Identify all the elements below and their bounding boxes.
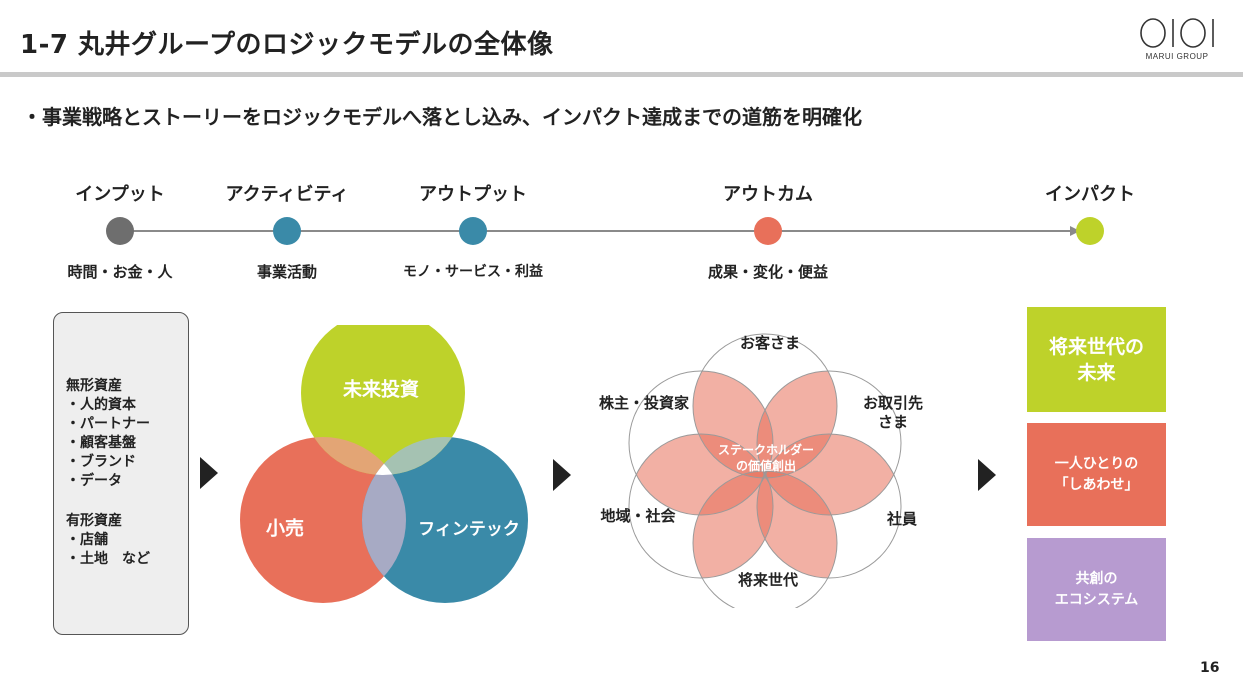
tangible-assets-title: 有形資産 [66, 513, 122, 529]
stage-dot-impact [1076, 217, 1104, 245]
asset-item: ・ブランド [66, 454, 136, 470]
flow-arrow-icon [978, 459, 996, 491]
stakeholder-label-shareholders: 株主・投資家 [598, 394, 690, 412]
impact-line: 「しあわせ」 [1054, 476, 1139, 493]
summary-bullet: ・事業戦略とストーリーをロジックモデルへ落とし込み、インパクト達成までの道筋を明… [22, 105, 862, 129]
stage-label-outcome: アウトカム [723, 184, 813, 205]
stakeholder-flower-diagram [628, 333, 902, 608]
title-divider [0, 72, 1243, 77]
stakeholder-label-community: 地域・社会 [600, 507, 676, 525]
venn-circle-retail [240, 437, 406, 603]
flower-circle-future-generations [692, 470, 838, 608]
flow-arrow-icon [553, 459, 571, 491]
inputs-panel [53, 312, 189, 635]
flower-center-line2: の価値創出 [735, 459, 797, 473]
impact-box-future-generations: 将来世代の 未来 [1027, 307, 1166, 412]
stage-label-impact: インパクト [1045, 184, 1135, 205]
stage-sub-input: 時間・お金・人 [67, 263, 173, 281]
flower-circle-customers [692, 333, 838, 479]
stage-sub-activity: 事業活動 [256, 263, 318, 281]
venn-label-retail: 小売 [265, 517, 305, 540]
logo-wordmark: MARUI GROUP [1145, 52, 1209, 61]
stage-sub-outcome: 成果・変化・便益 [707, 263, 829, 281]
stakeholder-label-future-generations: 将来世代 [737, 571, 799, 589]
stage-sub-output: モノ・サービス・利益 [403, 264, 543, 280]
stakeholder-label-employees: 社員 [886, 510, 918, 528]
stakeholder-label-partners-line1: お取引先 [862, 394, 924, 412]
stage-dot-input [106, 217, 134, 245]
flower-circle-employees [756, 433, 902, 579]
impact-line: 共創の [1075, 570, 1118, 587]
asset-item: ・パートナー [66, 416, 150, 432]
stakeholder-label-partners: お取引先 さま [863, 394, 923, 432]
page-number: 16 [1200, 660, 1220, 676]
asset-item: ・土地 など [66, 551, 150, 567]
marui-logo-icon [1140, 18, 1214, 48]
impact-line: 未来 [1077, 361, 1116, 384]
stage-dot-outcome [754, 217, 782, 245]
impact-line: エコシステム [1054, 591, 1139, 608]
stage-label-activity: アクティビティ [225, 184, 349, 205]
intangible-assets-title: 無形資産 [66, 378, 122, 394]
asset-item: ・顧客基盤 [66, 435, 136, 451]
flow-arrow-icon [200, 457, 218, 489]
stage-label-output: アウトプット [419, 184, 527, 205]
impact-box-happiness: 一人ひとりの 「しあわせ」 [1027, 423, 1166, 526]
flower-center-label: ステークホルダー の価値創出 [718, 442, 814, 474]
venn-label-future-investment: 未来投資 [342, 378, 420, 401]
page-title: 1-7 丸井グループのロジックモデルの全体像 [20, 30, 554, 60]
flower-center-line1: ステークホルダー [717, 443, 815, 457]
activities-venn-diagram [240, 325, 528, 603]
stage-dot-output [459, 217, 487, 245]
timeline-arrow-icon [1070, 226, 1080, 236]
venn-circle-future-investment [301, 325, 465, 475]
flower-circle-community [628, 433, 774, 579]
asset-item: ・人的資本 [66, 397, 136, 413]
venn-circle-fintech [362, 437, 528, 603]
stakeholder-label-customers: お客さま [739, 334, 801, 352]
asset-item: ・データ [66, 473, 122, 489]
venn-label-fintech: フィンテック [418, 519, 520, 540]
impact-line: 将来世代の [1048, 335, 1144, 358]
stakeholder-label-partners-line2: さま [877, 413, 909, 431]
stage-dot-activity [273, 217, 301, 245]
flower-circle-partners [756, 370, 902, 516]
impact-line: 一人ひとりの [1054, 455, 1139, 472]
impact-box-ecosystem: 共創の エコシステム [1027, 538, 1166, 641]
flower-circle-shareholders [628, 370, 774, 516]
asset-item: ・店舗 [66, 532, 108, 548]
timeline-line [120, 230, 1075, 232]
stage-label-input: インプット [75, 184, 165, 205]
